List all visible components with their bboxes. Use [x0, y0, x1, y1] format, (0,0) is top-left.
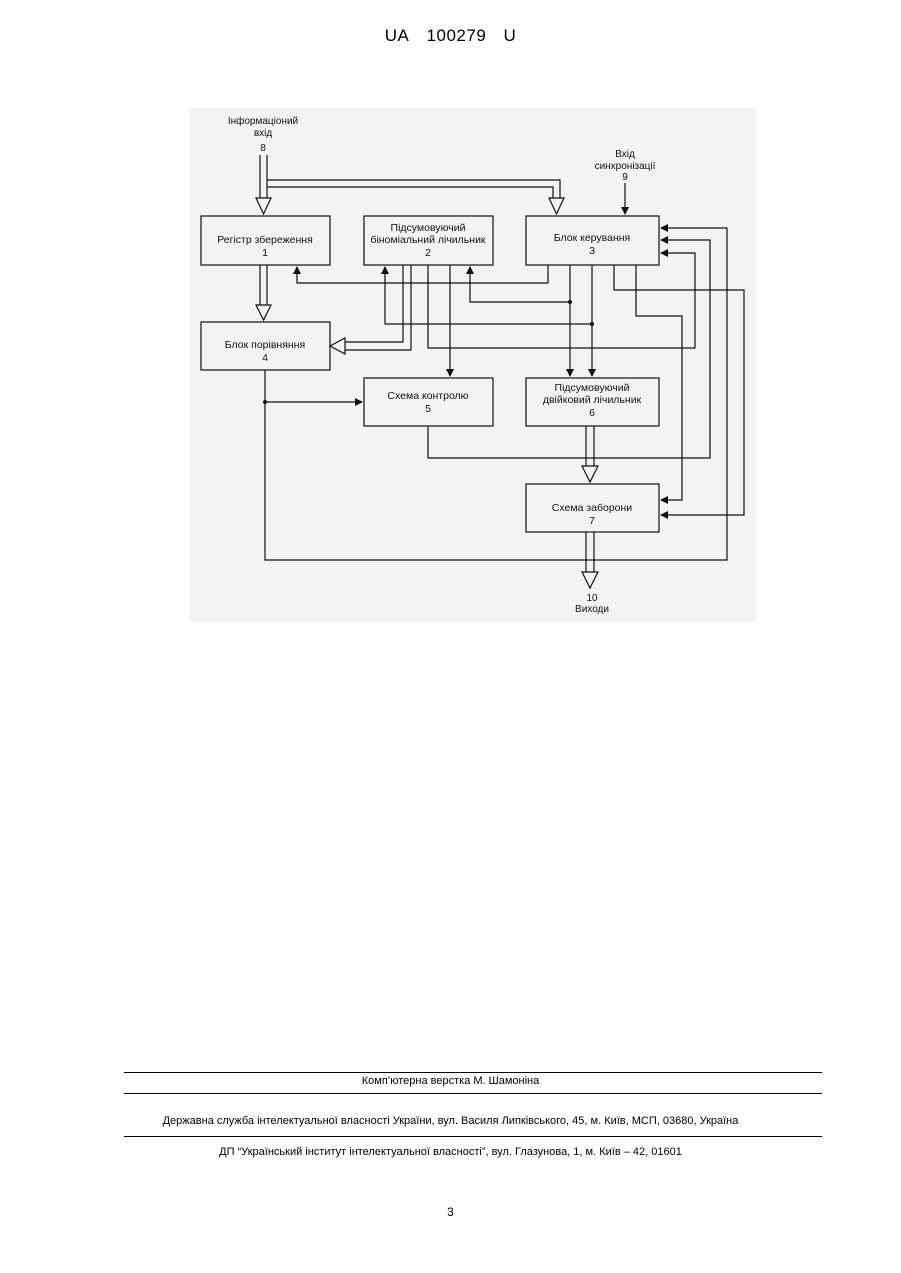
footer-divider-top	[124, 1072, 822, 1073]
block-comparator-label: Блок порівняння	[225, 339, 305, 351]
block-inhibit-circuit-label: Схема заборони	[552, 502, 633, 514]
info-input-number: 8	[260, 143, 266, 154]
block-inhibit-circuit-number: 7	[589, 515, 595, 527]
diagram-background	[190, 108, 756, 622]
block-binary-counter-label-1: Підсумовуючий	[555, 382, 630, 394]
block-binomial-counter-label-1: Підсумовуючий	[391, 222, 466, 234]
block-control-unit-number: 3	[589, 245, 595, 257]
block-diagram: Інформаціоний вхід 8 Вхід синхронізації …	[0, 0, 901, 640]
block-control-unit-label: Блок керування	[554, 232, 630, 244]
junction-dot	[263, 400, 267, 404]
block-check-circuit-label: Схема контролю	[387, 390, 468, 402]
block-binary-counter-label-2: двійковий лічильник	[543, 394, 642, 406]
block-storage-register-label: Регістр збереження	[217, 234, 313, 246]
page-number: 3	[0, 1205, 901, 1219]
footer-institute-address: ДП “Український інститут інтелектуальної…	[0, 1146, 901, 1158]
block-binary-counter-number: 6	[589, 407, 595, 419]
footer-agency-address: Державна служба інтелектуальної власност…	[0, 1115, 901, 1127]
junction-dot	[568, 300, 572, 304]
block-storage-register-number: 1	[262, 247, 268, 259]
footer-divider-bottom	[124, 1136, 822, 1137]
sync-input-number: 9	[622, 172, 628, 183]
output-label: Виходи	[575, 604, 609, 615]
block-binomial-counter-number: 2	[425, 247, 431, 259]
footer-layout-credit: Комп’ютерна верстка М. Шамоніна	[0, 1075, 901, 1087]
info-input-label-2: вхід	[254, 128, 273, 139]
sync-input-label-1: Вхід	[615, 149, 635, 160]
block-binomial-counter-label-2: біноміальний лічильник	[370, 234, 485, 246]
output-number: 10	[586, 593, 598, 604]
sync-input-label-2: синхронізації	[595, 161, 656, 172]
block-comparator-number: 4	[262, 352, 268, 364]
footer-divider-mid	[124, 1093, 822, 1094]
info-input-label-1: Інформаціоний	[228, 115, 298, 127]
block-check-circuit-number: 5	[425, 403, 431, 415]
junction-dot	[590, 322, 594, 326]
